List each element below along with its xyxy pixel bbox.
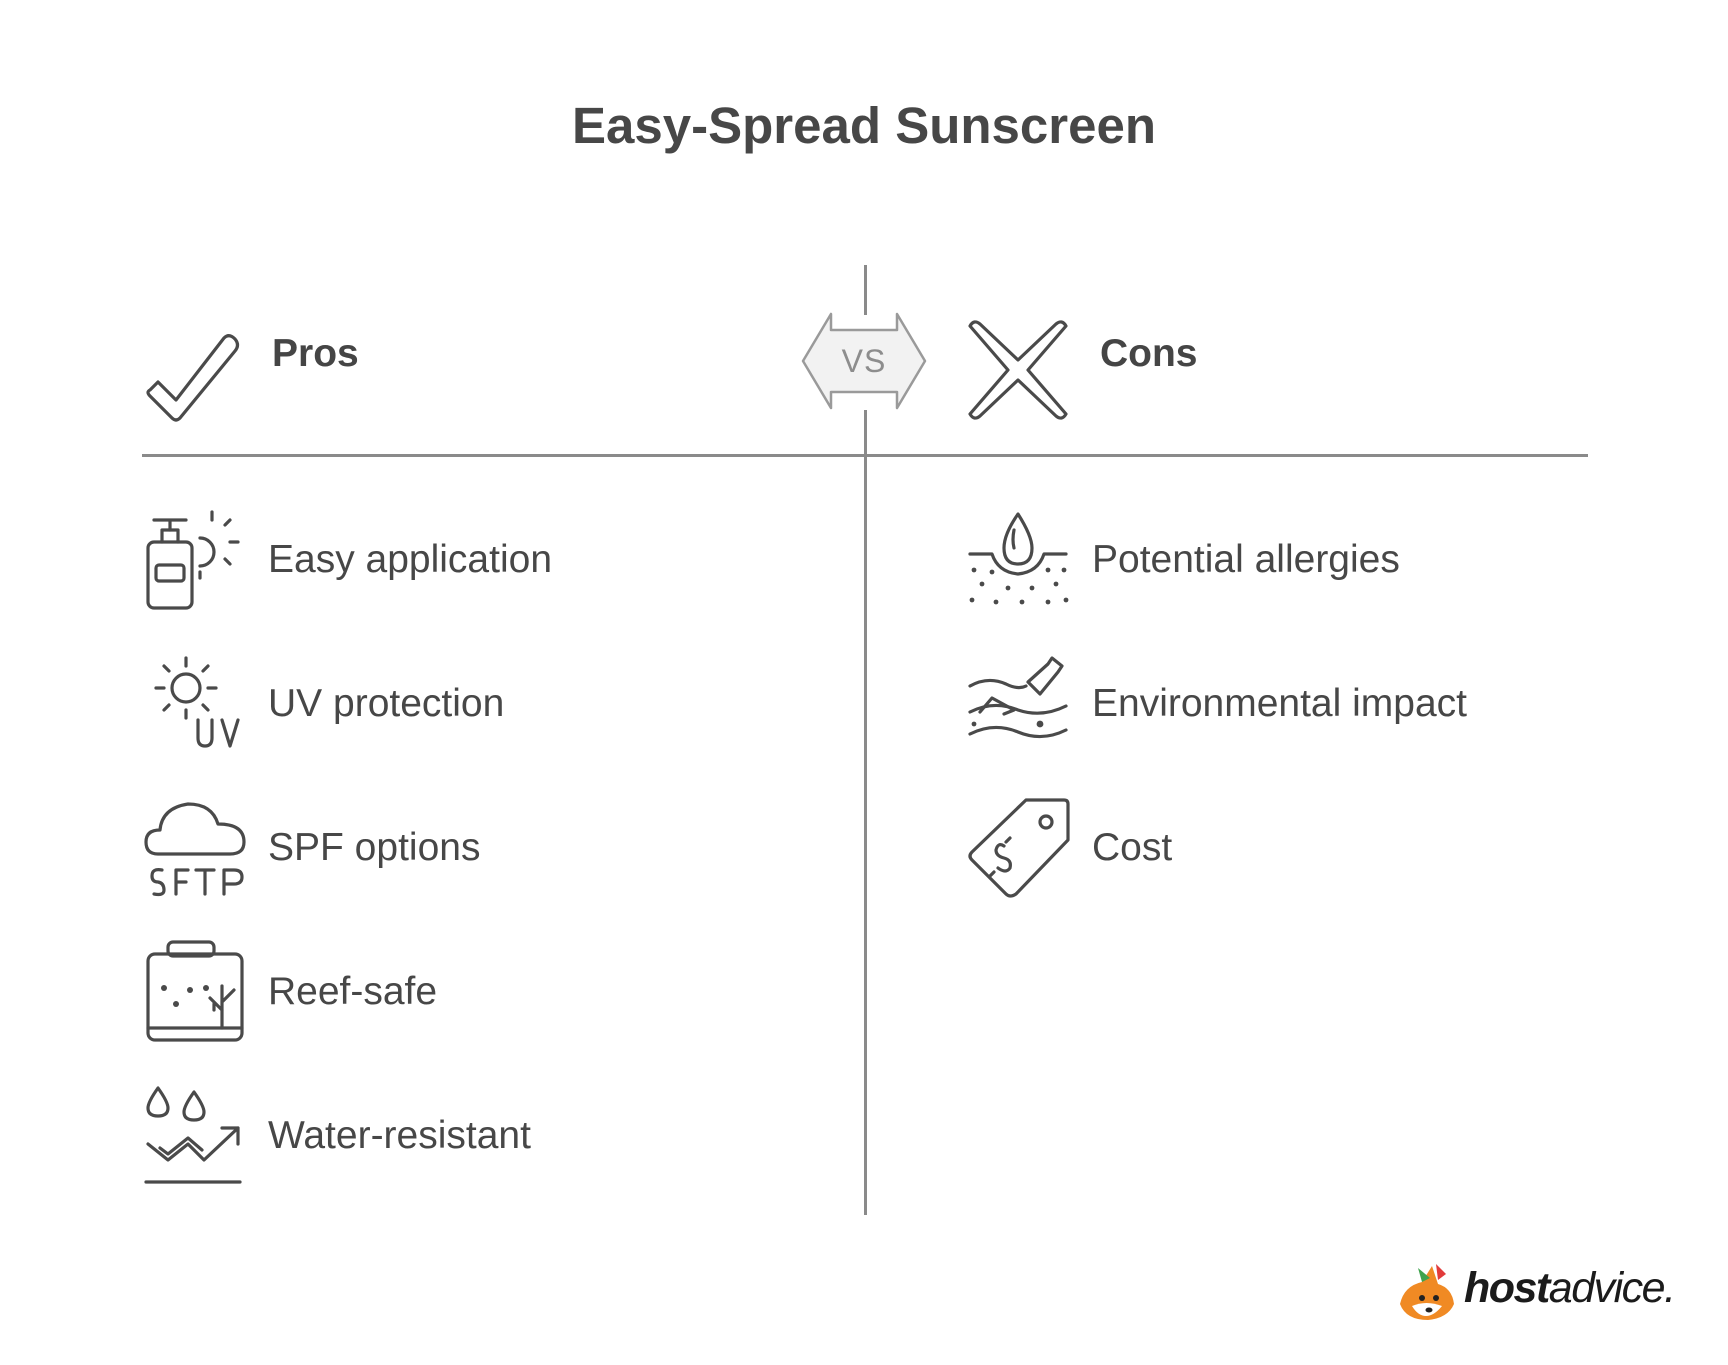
header-divider [142, 454, 1588, 457]
fox-mascot-icon [1392, 1260, 1462, 1324]
pros-item-label: UV protection [268, 682, 505, 725]
sun-uv-icon [144, 652, 248, 756]
center-divider [864, 410, 867, 1215]
cons-item-cost: Cost [968, 796, 1588, 900]
pros-item-label: SPF options [268, 826, 481, 869]
page-title: Easy-Spread Sunscreen [572, 97, 1156, 154]
skin-drop-icon [968, 508, 1072, 612]
cons-item-label: Environmental impact [1092, 682, 1467, 725]
checkmark-icon [140, 318, 244, 422]
cross-icon [966, 318, 1070, 422]
vs-badge: VS [801, 310, 927, 412]
pros-item-label: Reef-safe [268, 970, 438, 1013]
pros-item-label: Water-resistant [268, 1114, 531, 1157]
pros-heading: Pros [272, 332, 359, 375]
hostadvice-logo: hostadvice. [1392, 1258, 1682, 1328]
vs-label: VS [841, 342, 887, 379]
center-divider-top [864, 265, 867, 315]
cons-heading: Cons [1100, 332, 1198, 375]
cons-item-label: Potential allergies [1092, 538, 1400, 581]
pros-item-reef-safe: Reef-safe [144, 940, 784, 1044]
cons-item-label: Cost [1092, 826, 1173, 869]
cons-item-potential-allergies: Potential allergies [968, 508, 1588, 612]
pros-item-spf-options: SPF options [144, 796, 784, 900]
pros-item-easy-application: Easy application [144, 508, 784, 612]
cloud-spf-icon [144, 796, 248, 900]
price-tag-icon [968, 796, 1072, 900]
pros-item-uv-protection: UV protection [144, 652, 784, 756]
lotion-bottle-sun-icon [144, 508, 248, 612]
water-drops-chart-icon [144, 1084, 248, 1188]
pros-item-label: Easy application [268, 538, 553, 581]
aquarium-coral-icon [144, 940, 248, 1044]
ocean-pollution-icon [968, 652, 1072, 756]
brand-wordmark: hostadvice. [1464, 1264, 1676, 1312]
cons-item-environmental-impact: Environmental impact [968, 652, 1588, 756]
pros-item-water-resistant: Water-resistant [144, 1084, 784, 1188]
